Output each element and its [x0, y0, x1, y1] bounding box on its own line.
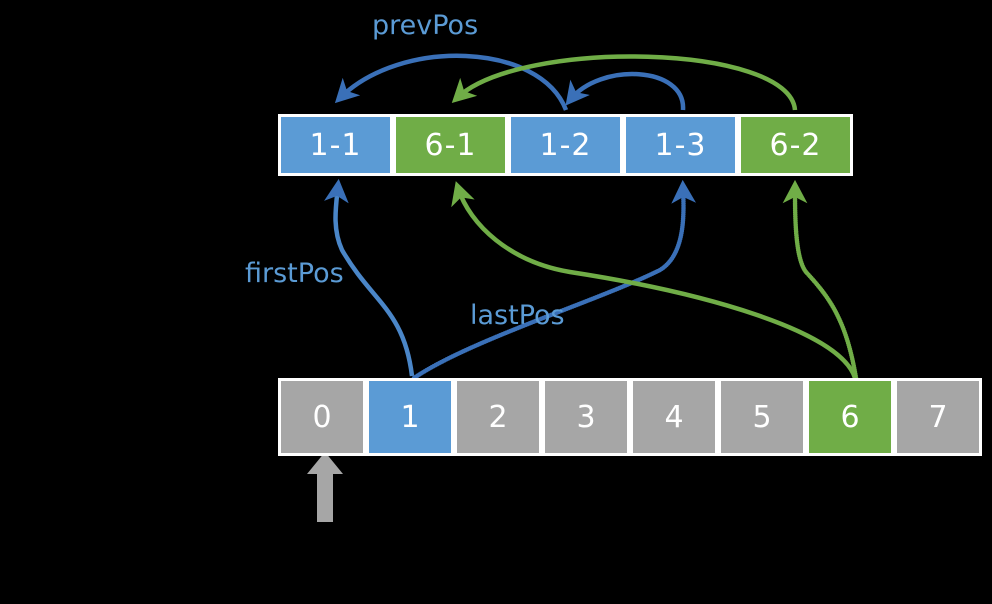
index-cell[interactable]: 3: [542, 378, 630, 456]
hash-bucket-chain: 1-1 6-1 1-2 1-3 6-2: [278, 114, 853, 176]
node-cell[interactable]: 6-2: [738, 114, 853, 176]
label-lastpos: lastPos: [470, 300, 565, 331]
node-cell[interactable]: 1-2: [508, 114, 623, 176]
index-cell[interactable]: 0: [278, 378, 366, 456]
index-cell[interactable]: 7: [894, 378, 982, 456]
index-cell[interactable]: 6: [806, 378, 894, 456]
index-cell[interactable]: 2: [454, 378, 542, 456]
index-cell[interactable]: 4: [630, 378, 718, 456]
node-cell[interactable]: 1-3: [623, 114, 738, 176]
node-cell[interactable]: 1-1: [278, 114, 393, 176]
edge-prevpos-1-2-to-1-1: [334, 53, 569, 111]
edge-prevpos-1-3-to-1-2: [565, 71, 686, 111]
edge-lastpos-1-to-1-3: [411, 179, 697, 381]
edge-prevpos-6-2-to-6-1: [451, 54, 798, 111]
node-cell[interactable]: 6-1: [393, 114, 508, 176]
edge-lastpos-6-to-6-2: [782, 179, 859, 381]
index-array: 0 1 2 3 4 5 6 7: [278, 378, 982, 456]
index-cell[interactable]: 5: [718, 378, 806, 456]
edge-firstpos-6-to-6-1: [451, 181, 858, 379]
current-index-pointer: [307, 452, 343, 522]
label-prevpos: prevPos: [372, 10, 479, 41]
label-firstpos: firstPos: [245, 258, 344, 289]
index-cell[interactable]: 1: [366, 378, 454, 456]
edge-firstpos-1-to-1-1: [324, 178, 415, 377]
